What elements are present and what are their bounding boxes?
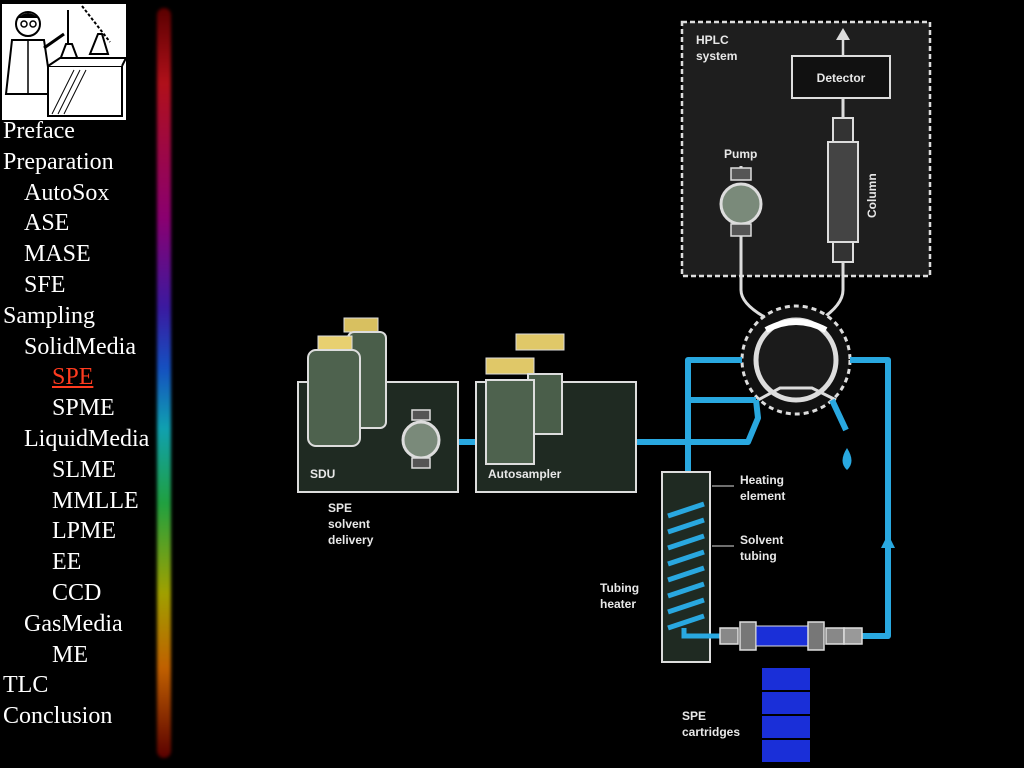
- sdu-pump-icon: [401, 420, 441, 460]
- pump-icon: [719, 182, 763, 226]
- solvent-bottle-1: [307, 349, 361, 447]
- spe-solvent-delivery-label-3: delivery: [328, 533, 374, 547]
- nav-item-sfe[interactable]: SFE: [24, 271, 66, 298]
- active-spe-cartridge: [755, 625, 809, 647]
- nav-item-liquidmedia[interactable]: LiquidMedia: [24, 425, 150, 452]
- online-spe-hplc-diagram: HPLC system Detector Column Pump SDU: [297, 20, 932, 762]
- nav-item-lpme[interactable]: LPME: [52, 518, 117, 545]
- hplc-system-label-2: system: [696, 49, 737, 63]
- autosampler-label: Autosampler: [488, 467, 562, 481]
- spe-cartridge-stack: [762, 668, 810, 762]
- heating-coil: [667, 501, 720, 639]
- detector-label: Detector: [817, 71, 866, 85]
- detector-output-arrow-icon: [836, 28, 850, 40]
- pump-label: Pump: [724, 147, 757, 161]
- heating-element-label-2: element: [740, 489, 785, 503]
- nav-item-me[interactable]: ME: [52, 641, 88, 668]
- nav-item-mase[interactable]: MASE: [24, 241, 91, 268]
- chemist-logo-icon: [2, 4, 126, 120]
- nav-item-spme[interactable]: SPME: [52, 395, 115, 422]
- column-label: Column: [865, 173, 879, 218]
- nav-item-autosox[interactable]: AutoSox: [24, 179, 110, 206]
- nav-item-slme[interactable]: SLME: [52, 456, 117, 483]
- sdu-label: SDU: [310, 467, 335, 481]
- spe-cartridges-label-2: cartridges: [682, 725, 740, 739]
- up-flow-arrow-icon: [881, 534, 895, 548]
- hplc-system-label-1: HPLC: [696, 33, 729, 47]
- nav-item-conclusion[interactable]: Conclusion: [3, 703, 113, 730]
- nav-item-tlc[interactable]: TLC: [3, 672, 49, 699]
- solvent-tubing-label-1: Solvent: [740, 533, 783, 547]
- detector-box: [791, 55, 891, 99]
- sample-vial-1: [485, 379, 535, 465]
- spe-solvent-delivery-label-2: solvent: [328, 517, 370, 531]
- nav-item-ase[interactable]: ASE: [24, 210, 70, 237]
- nav-item-mmlle[interactable]: MMLLE: [52, 487, 139, 514]
- nav-item-preface[interactable]: Preface: [3, 118, 75, 144]
- nav-item-spe[interactable]: SPE: [52, 364, 94, 391]
- nav-item-sampling[interactable]: Sampling: [3, 302, 96, 329]
- tubing-heater-label-1: Tubing: [600, 581, 639, 595]
- waste-drop-icon: [842, 448, 852, 470]
- tubing-heater-label-2: heater: [600, 597, 636, 611]
- spe-solvent-delivery-label-1: SPE: [328, 501, 352, 515]
- solvent-tubing-label-2: tubing: [740, 549, 777, 563]
- solvent-tubing-lines: [458, 357, 891, 639]
- nav-item-gasmedia[interactable]: GasMedia: [24, 610, 123, 637]
- nav-item-ee[interactable]: EE: [52, 549, 82, 576]
- rainbow-divider: [157, 8, 171, 758]
- spe-cartridges-label-1: SPE: [682, 709, 706, 723]
- nav-item-ccd[interactable]: CCD: [52, 579, 102, 606]
- heating-element-label-1: Heating: [740, 473, 784, 487]
- column-tube: [827, 141, 859, 243]
- nav-item-preparation[interactable]: Preparation: [3, 148, 114, 175]
- nav-item-solidmedia[interactable]: SolidMedia: [24, 333, 136, 360]
